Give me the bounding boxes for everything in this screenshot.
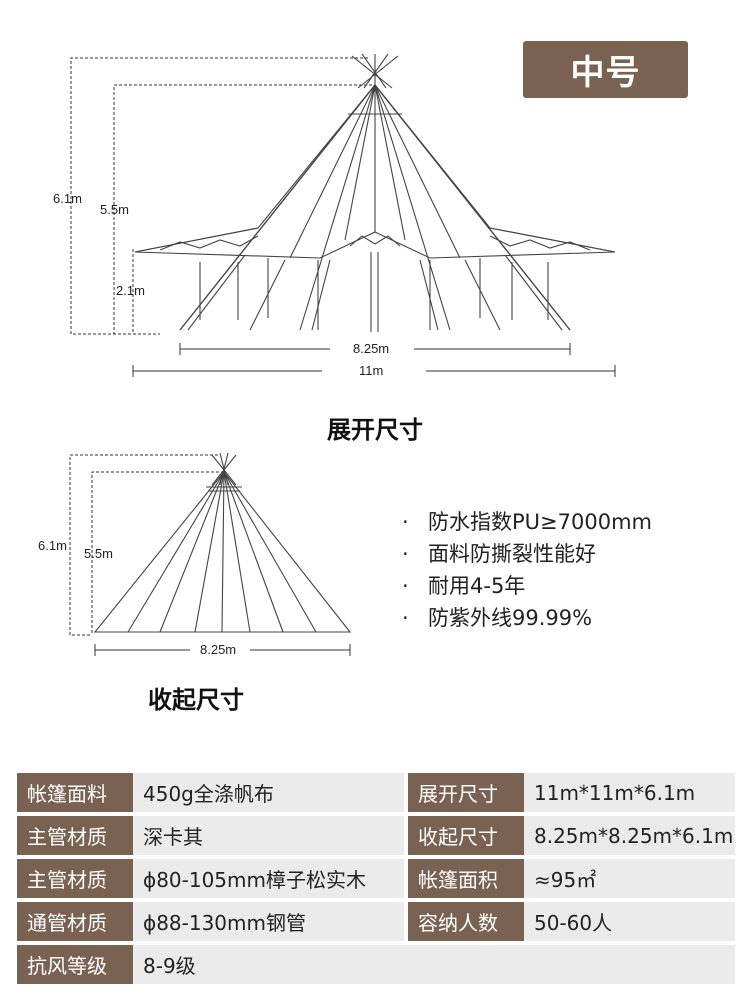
spec-value: ≈95㎡ — [524, 859, 735, 898]
folded-total-height: 6.1m — [38, 538, 67, 553]
spec-label: 抗风等级 — [17, 945, 133, 984]
spec-row: 抗风等级 8-9级 — [17, 945, 735, 984]
expanded-tent-diagram: 6.1m 5.5m 2.1m 8.25m 11m — [53, 53, 616, 378]
spec-row: 主管材质 ϕ80-105mm樟子松实木 帐篷面积 ≈95㎡ — [17, 859, 735, 898]
spec-value: ϕ88-130mm钢管 — [133, 902, 404, 941]
folded-width: 8.25m — [200, 642, 236, 657]
feature-item: ·面料防撕裂性能好 — [402, 542, 596, 566]
spec-value: 8-9级 — [133, 945, 735, 984]
spec-label: 通管材质 — [17, 902, 133, 941]
expanded-outer-width: 11m — [359, 363, 383, 378]
expanded-size-caption: 展开尺寸 — [327, 416, 423, 444]
expanded-total-height: 6.1m — [53, 191, 82, 206]
spec-value: ϕ80-105mm樟子松实木 — [133, 859, 404, 898]
feature-item: ·防紫外线99.99% — [402, 606, 593, 630]
spec-label: 容纳人数 — [408, 902, 524, 941]
spec-label: 帐篷面料 — [17, 773, 133, 812]
spec-value: 450g全涤帆布 — [133, 773, 404, 812]
spec-label: 展开尺寸 — [408, 773, 524, 812]
expanded-top-height: 5.5m — [100, 202, 129, 217]
feature-item: ·防水指数PU≥7000mm — [402, 510, 652, 534]
folded-tent-diagram: 6.1m 5.5m 8.25m — [38, 452, 352, 657]
expanded-wall-height: 2.1m — [116, 283, 145, 298]
spec-value: 8.25m*8.25m*6.1m — [524, 816, 735, 855]
expanded-inner-width: 8.25m — [353, 341, 389, 356]
folded-top-height: 5.5m — [84, 546, 113, 561]
folded-size-caption: 收起尺寸 — [148, 686, 244, 714]
spec-label: 主管材质 — [17, 816, 133, 855]
feature-item: ·耐用4-5年 — [402, 574, 526, 598]
expanded-tent-drawing — [134, 53, 616, 332]
folded-tent-drawing — [93, 452, 352, 633]
spec-label: 主管材质 — [17, 859, 133, 898]
spec-label: 帐篷面积 — [408, 859, 524, 898]
spec-row: 通管材质 ϕ88-130mm钢管 容纳人数 50-60人 — [17, 902, 735, 941]
spec-row: 主管材质 深卡其 收起尺寸 8.25m*8.25m*6.1m — [17, 816, 735, 855]
spec-label: 收起尺寸 — [408, 816, 524, 855]
feature-list: ·防水指数PU≥7000mm ·面料防撕裂性能好 ·耐用4-5年 ·防紫外线99… — [402, 506, 652, 634]
spec-row: 帐篷面料 450g全涤帆布 展开尺寸 11m*11m*6.1m — [17, 773, 735, 812]
spec-value: 11m*11m*6.1m — [524, 773, 735, 812]
spec-value: 深卡其 — [133, 816, 404, 855]
spec-value: 50-60人 — [524, 902, 735, 941]
size-badge: 中号 — [523, 41, 688, 98]
spec-table: 帐篷面料 450g全涤帆布 展开尺寸 11m*11m*6.1m 主管材质 深卡其… — [17, 769, 735, 988]
